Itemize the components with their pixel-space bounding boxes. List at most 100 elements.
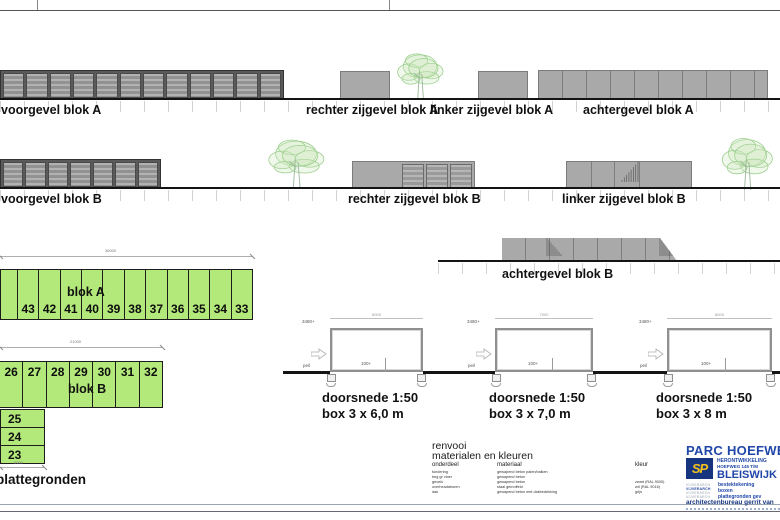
garage-door bbox=[47, 162, 69, 187]
floorplan-title: plattegronden bbox=[0, 472, 86, 487]
ground-line-section bbox=[423, 371, 495, 374]
unit-number: 41 bbox=[64, 302, 78, 316]
elevation-voorgevel-blok-a bbox=[0, 70, 284, 98]
section-box-6m: 6000 3480+ peil 100+ doorsnede 1:50 box … bbox=[302, 313, 427, 428]
footing bbox=[327, 374, 336, 382]
garage-door bbox=[3, 73, 25, 98]
architect-firm-name: architectenbureau gerrit van bbox=[686, 499, 774, 506]
dimension-value: 7000 bbox=[539, 312, 549, 317]
unit-number: 40 bbox=[85, 302, 99, 316]
unit-number: 36 bbox=[171, 302, 185, 316]
plan-unit: 39 bbox=[102, 269, 125, 320]
section-title: doorsnede 1:50 bbox=[489, 390, 586, 405]
label-rechter-zijgevel-blok-b: rechter zijgevel blok B bbox=[348, 192, 481, 206]
label-blok-a: blok A bbox=[67, 285, 105, 299]
footing bbox=[664, 374, 673, 382]
plan-unit: 35 bbox=[187, 269, 211, 320]
garage-door bbox=[137, 162, 158, 187]
project-subtitle-1: HERONTWIKKELING bbox=[717, 458, 767, 464]
ground-line-section bbox=[283, 371, 330, 374]
fold-mark-left bbox=[37, 0, 38, 10]
section-box-7m: 7000 3480+ peil 100+ doorsnede 1:50 box … bbox=[467, 313, 597, 428]
unit-number: 24 bbox=[8, 430, 22, 444]
roof-level-text: 3480+ bbox=[302, 319, 315, 324]
unit-number: 35 bbox=[192, 302, 206, 316]
legend-title-line2: materialen en kleuren bbox=[432, 450, 533, 462]
wordmark-line: VIJVERARCH bbox=[686, 483, 711, 487]
footing-arc bbox=[491, 383, 501, 387]
panel-joint bbox=[591, 162, 592, 187]
module-ticks-row1 bbox=[0, 101, 780, 112]
legend-col-materiaal: materiaal bbox=[497, 462, 522, 468]
footing bbox=[417, 374, 426, 382]
section-arrow-icon bbox=[475, 347, 492, 365]
plan-unit: 43 bbox=[17, 269, 40, 320]
section-top-dimension bbox=[495, 318, 593, 319]
elevation-achtergevel-blok-b bbox=[502, 238, 677, 261]
sp-logo-icon: SP bbox=[686, 458, 713, 479]
doc-type: bestektekening bbox=[718, 482, 755, 488]
footing bbox=[766, 374, 775, 382]
peil-label: peil bbox=[468, 363, 476, 368]
dimension-value: 6000 bbox=[372, 312, 381, 317]
plan-unit: 37 bbox=[145, 269, 168, 320]
garage-door bbox=[142, 73, 165, 98]
unit-number: 27 bbox=[27, 365, 42, 379]
garage-door bbox=[72, 73, 95, 98]
unit-number: 37 bbox=[149, 302, 164, 316]
elevation-voorgevel-blok-b bbox=[0, 159, 161, 187]
peil-label: peil bbox=[640, 363, 648, 368]
ground-line-section bbox=[772, 371, 780, 374]
label-achtergevel-blok-b: achtergevel blok B bbox=[502, 267, 614, 281]
project-address: HOEFWEG 145 T/M bbox=[717, 464, 759, 469]
roof-level-text: 3480+ bbox=[639, 319, 652, 324]
elevation-linker-zijgevel-blok-b bbox=[566, 161, 692, 187]
legend-title-line1: renvooi bbox=[432, 440, 467, 452]
ground-line-row2 bbox=[0, 187, 780, 189]
garage-door bbox=[426, 164, 448, 187]
project-city: BLEISWIJK bbox=[717, 469, 777, 481]
module-ticks-row3 bbox=[438, 263, 780, 274]
footing-arc bbox=[663, 383, 673, 387]
unit-number: 28 bbox=[51, 365, 65, 379]
label-linker-zijgevel-blok-b: linker zijgevel blok B bbox=[562, 192, 686, 206]
label-rechter-zijgevel-blok-a: rechter zijgevel blok A bbox=[306, 103, 439, 117]
unit-number: 23 bbox=[8, 448, 22, 462]
side-doors bbox=[402, 164, 472, 187]
plan-unit: 26 bbox=[0, 361, 24, 408]
plan-unit: 23 bbox=[0, 445, 45, 464]
legend-col-kleur: kleur bbox=[635, 462, 649, 468]
unit-number: 33 bbox=[235, 302, 249, 316]
garage-door bbox=[3, 162, 24, 187]
floor-level-mark bbox=[552, 358, 553, 372]
footing-arc bbox=[417, 383, 427, 387]
unit-number: 25 bbox=[8, 412, 22, 426]
doc-content: plattegronden gev bbox=[718, 494, 762, 500]
unit-number: 34 bbox=[213, 302, 228, 316]
elevation-rechter-zijgevel-blok-b bbox=[352, 161, 475, 187]
plan-unit: 38 bbox=[123, 269, 147, 320]
wordmark-line: VIJVERARCH bbox=[686, 491, 711, 496]
garage-door bbox=[25, 162, 46, 187]
plan-unit: 25 bbox=[0, 409, 45, 428]
unit-number: 30 bbox=[97, 365, 111, 379]
section-top-dimension bbox=[667, 318, 772, 319]
plan-unit: 27 bbox=[22, 361, 47, 408]
label-voorgevel-blok-a: voorgevel blok A bbox=[1, 103, 102, 117]
garage-door bbox=[450, 164, 472, 187]
hatch-icon bbox=[546, 238, 562, 261]
elevation-linker-zijgevel-blok-a bbox=[478, 71, 528, 98]
garage-door bbox=[119, 73, 141, 98]
label-linker-zijgevel-blok-a: linker zijgevel blok A bbox=[430, 103, 554, 117]
floor-level-text: 100+ bbox=[361, 361, 372, 366]
plan-unit-partial bbox=[0, 269, 18, 320]
plan-unit: 32 bbox=[138, 361, 163, 408]
garage-door bbox=[96, 73, 118, 98]
unit-number: 39 bbox=[106, 302, 121, 316]
unit-number: 43 bbox=[21, 302, 35, 316]
